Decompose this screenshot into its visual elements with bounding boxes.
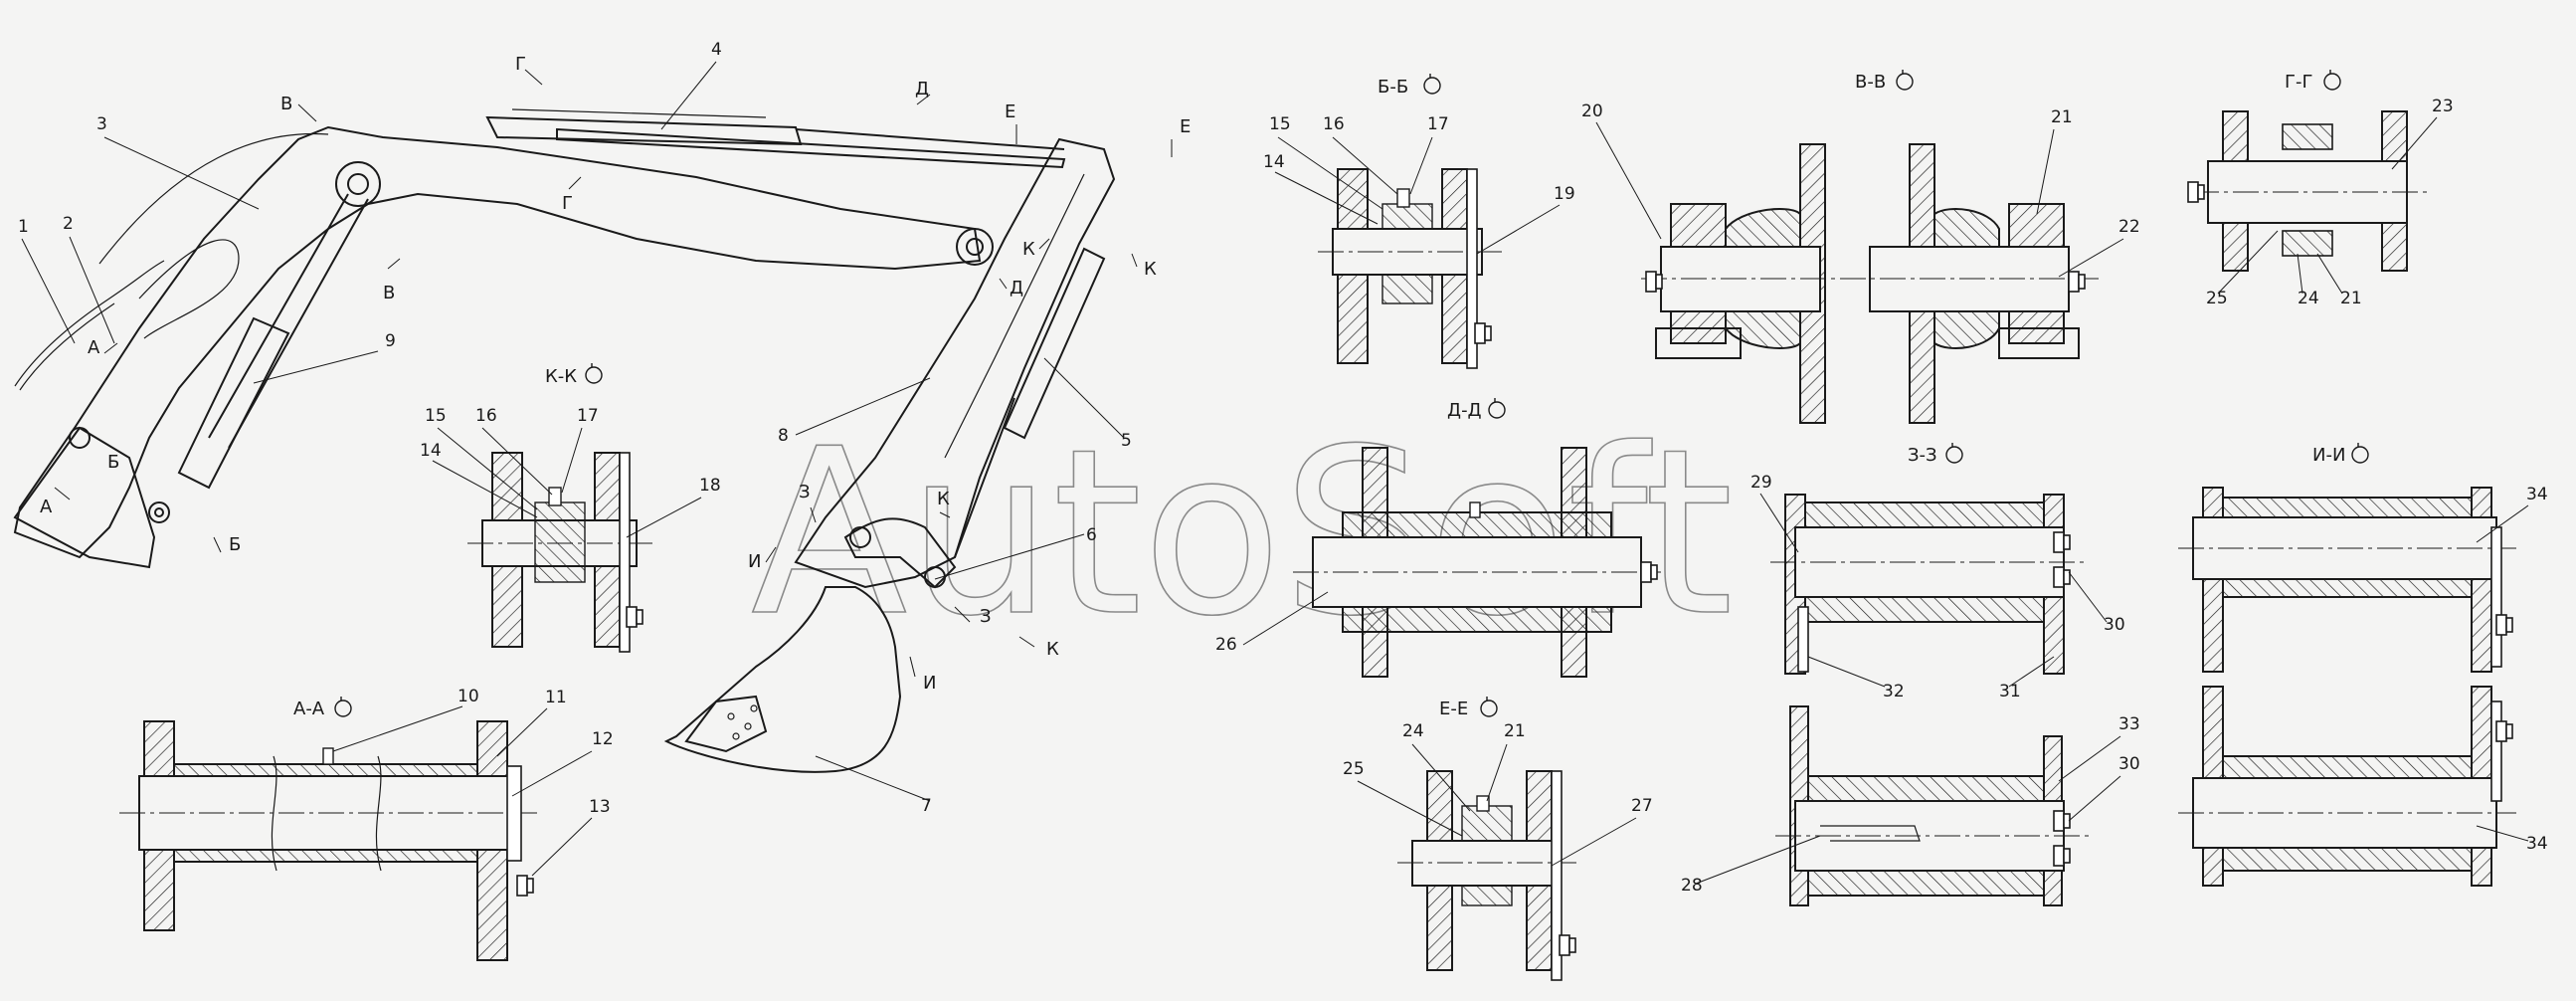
section-II-lower: 34 <box>2178 686 2548 887</box>
part-number-label: 28 <box>1681 876 1703 896</box>
part-number-label: 4 <box>711 40 722 60</box>
section-EE: Е-Е 25 24 21 27 <box>1343 696 1653 981</box>
part-number-label: 34 <box>2526 485 2548 504</box>
part-number-label: 13 <box>589 797 611 817</box>
cut-mark-label: Д <box>1010 278 1023 299</box>
part-number-label: 12 <box>592 729 614 749</box>
part-number-label: 21 <box>2051 107 2073 127</box>
part-number-label: 24 <box>1402 721 1424 741</box>
part-number-label: 25 <box>1343 759 1365 779</box>
part-number-label: 21 <box>1504 721 1526 741</box>
section-title: Г-Г <box>2285 72 2312 93</box>
part-number-label: 30 <box>2104 615 2125 635</box>
section-title: З-З <box>1908 445 1937 466</box>
section-title: В-В <box>1855 72 1886 93</box>
part-number-label: 29 <box>1750 473 1772 493</box>
part-number-label: 14 <box>420 441 442 461</box>
section-title: И-И <box>2312 445 2345 466</box>
part-number-label: 33 <box>2118 714 2140 734</box>
cut-mark-label: И <box>748 551 761 572</box>
cut-mark-label: В <box>383 283 395 303</box>
section-title: Д-Д <box>1447 400 1482 421</box>
part-number-label: 2 <box>63 214 74 234</box>
cut-mark-label: Г <box>515 54 526 75</box>
cut-mark-label: З <box>799 482 811 502</box>
part-number-label: 17 <box>577 406 599 426</box>
section-DD: Д-Д 26 <box>1215 397 1661 678</box>
part-number-label: 32 <box>1883 682 1905 701</box>
part-number-label: 3 <box>96 114 107 134</box>
part-number-label: 25 <box>2206 289 2228 308</box>
section-ZZ-lower: 33 30 28 <box>1681 705 2140 906</box>
part-number-label: 7 <box>921 796 932 816</box>
section-II: И-И 34 <box>2178 442 2548 673</box>
cut-mark-label: К <box>1046 639 1059 660</box>
boom <box>13 125 982 559</box>
section-AA: А-А 10 11 12 13 <box>119 687 614 961</box>
part-number-label: 27 <box>1631 796 1653 816</box>
part-number-label: 1 <box>18 217 29 237</box>
section-title: К-К <box>545 366 577 387</box>
section-BB: Б-Б 15 16 17 14 19 <box>1263 73 1575 369</box>
cut-mark-label: Е <box>1005 101 1015 122</box>
part-number-label: 20 <box>1581 101 1603 121</box>
part-number-label: 6 <box>1086 525 1097 545</box>
cut-mark-label: З <box>980 606 992 627</box>
cut-mark-label: В <box>280 94 292 114</box>
cut-mark-label: Г <box>562 193 573 214</box>
part-number-label: 24 <box>2298 289 2319 308</box>
cut-mark-label: К <box>1144 259 1157 280</box>
part-number-label: 10 <box>458 687 479 706</box>
section-VV: В-В 20 21 22 <box>1581 69 2140 424</box>
section-title: А-А <box>293 699 325 719</box>
cut-mark-label: Е <box>1180 116 1191 137</box>
arm <box>794 137 1116 589</box>
part-number-label: 19 <box>1554 184 1575 204</box>
part-number-label: 26 <box>1215 635 1237 655</box>
cut-mark-label: К <box>937 489 950 509</box>
cut-mark-label: К <box>1022 239 1035 260</box>
cut-mark-label: Д <box>915 79 929 100</box>
part-number-label: 21 <box>2340 289 2362 308</box>
part-number-label: 22 <box>2118 217 2140 237</box>
section-title: Б-Б <box>1378 77 1408 98</box>
cut-mark-label: Б <box>107 452 119 473</box>
part-number-label: 16 <box>475 406 497 426</box>
part-number-label: 31 <box>1999 682 2021 701</box>
section-GG: Г-Г 23 25 24 21 <box>2187 69 2454 308</box>
part-number-label: 34 <box>2526 834 2548 854</box>
part-number-label: 9 <box>385 331 396 351</box>
cut-mark-label: А <box>88 337 100 358</box>
cut-marks: А А Б Б В В Г Г Д Д Е Е З З И И К К К <box>40 54 1191 694</box>
main-assembly-view <box>13 108 1116 773</box>
part-number-label: 5 <box>1121 431 1132 451</box>
part-number-label: 17 <box>1427 114 1449 134</box>
section-KK: К-К 15 16 17 14 18 <box>420 362 721 653</box>
section-ZZ: З-З 29 30 31 32 <box>1750 442 2125 701</box>
bucket <box>663 586 902 773</box>
main-leaders: 1 2 3 4 5 6 7 8 9 <box>18 40 1132 816</box>
part-number-label: 11 <box>545 688 567 707</box>
cut-mark-label: И <box>923 673 936 694</box>
part-number-label: 30 <box>2118 754 2140 774</box>
section-title: Е-Е <box>1439 699 1468 719</box>
part-number-label: 15 <box>425 406 447 426</box>
cut-mark-label: Б <box>229 534 241 555</box>
part-number-label: 8 <box>778 426 789 446</box>
part-number-label: 18 <box>699 476 721 496</box>
part-number-label: 15 <box>1269 114 1291 134</box>
cut-mark-label: А <box>40 497 53 517</box>
part-number-label: 16 <box>1323 114 1345 134</box>
part-number-label: 23 <box>2432 97 2454 116</box>
part-number-label: 14 <box>1263 152 1285 172</box>
